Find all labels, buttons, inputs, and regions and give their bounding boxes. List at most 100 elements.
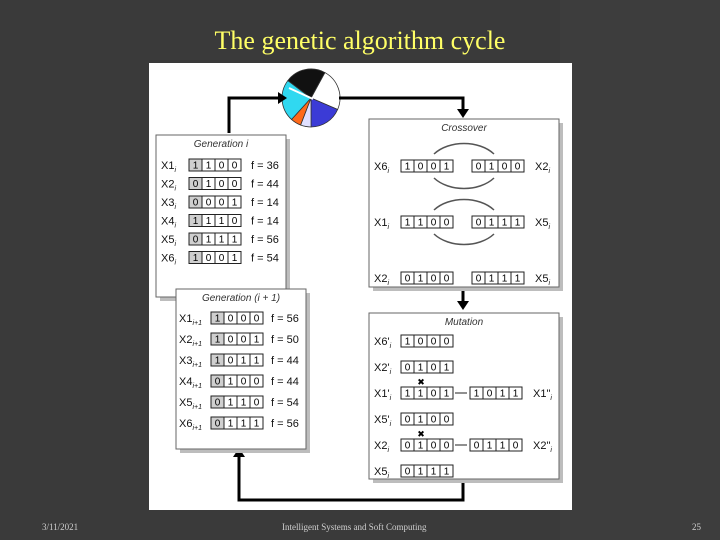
generation-next-chromosome-bit: 1 bbox=[254, 335, 260, 346]
crossover-right-chromosome-bit: 0 bbox=[476, 218, 482, 229]
mutation-chromosome-cell bbox=[439, 386, 454, 400]
generation-i-fitness: f = 14 bbox=[251, 216, 279, 228]
mutation-chromosome-bit: 1 bbox=[418, 441, 424, 452]
arrow-to-crossover bbox=[339, 96, 465, 111]
crossover-left-chromosome-bit: 0 bbox=[431, 218, 437, 229]
crossover-left-chromosome-bit: 1 bbox=[418, 274, 424, 285]
mutation-chromosome-cell bbox=[439, 334, 454, 348]
mutation-result-chromosome-cell bbox=[508, 386, 523, 400]
crossover-right-chromosome-bit: 1 bbox=[515, 274, 521, 285]
mutation-chromosome-cell bbox=[439, 464, 454, 478]
mutation-result-chromosome-bit: 0 bbox=[474, 441, 480, 452]
crossover-left-label: X2i bbox=[374, 273, 389, 287]
mutation-result-chromosome-bit: 1 bbox=[500, 441, 506, 452]
generation-next-chromosome-cell bbox=[249, 332, 264, 346]
generation-next-chromosome-bit: 1 bbox=[228, 419, 234, 430]
roulette-pointer bbox=[288, 87, 314, 100]
crossover-left-chromosome-bit: 0 bbox=[444, 274, 450, 285]
generation-i-chromosome-bit: 1 bbox=[232, 235, 238, 246]
mutation-title: Mutation bbox=[445, 317, 484, 328]
mutation-chromosome-bit: 1 bbox=[418, 363, 424, 374]
generation-next-chromosome-cell bbox=[249, 416, 264, 430]
generation-next-chromosome-bit: 1 bbox=[228, 377, 234, 388]
mutation-chromosome-bit: 0 bbox=[405, 363, 411, 374]
crossover-right-chromosome-bit: 0 bbox=[476, 274, 482, 285]
arrowhead-mutation bbox=[457, 301, 469, 310]
generation-i-chromosome-bit: 1 bbox=[206, 161, 212, 172]
generation-i-chromosome-cell bbox=[227, 177, 242, 190]
generation-next-row-label: X5i+1 bbox=[179, 397, 202, 411]
mutation-left-label: X5'i bbox=[374, 414, 392, 428]
mutation-chromosome-bit: 0 bbox=[418, 337, 424, 348]
crossover-left-chromosome-bit: 0 bbox=[431, 274, 437, 285]
generation-i-fitness: f = 56 bbox=[251, 234, 279, 246]
mutation-result-chromosome-bit: 1 bbox=[487, 441, 493, 452]
generation-next-chromosome-bit: 1 bbox=[215, 335, 221, 346]
page-number: 25 bbox=[692, 522, 701, 532]
mutation-chromosome-bit: 0 bbox=[431, 441, 437, 452]
mutation-chromosome-cell bbox=[439, 360, 454, 374]
crossover-left-chromosome-bit: 1 bbox=[444, 162, 450, 173]
generation-i-chromosome-bit: 1 bbox=[193, 253, 199, 264]
generation-i-row-label: X4i bbox=[161, 216, 176, 230]
generation-next-fitness: f = 56 bbox=[271, 313, 299, 325]
generation-i-chromosome-bit: 0 bbox=[232, 161, 238, 172]
mutation-result-chromosome-bit: 0 bbox=[513, 441, 519, 452]
mutation-chromosome-bit: 0 bbox=[431, 389, 437, 400]
generation-i-chromosome-bit: 1 bbox=[206, 179, 212, 190]
crossover-right-chromosome-bit: 1 bbox=[489, 218, 495, 229]
generation-next-chromosome-bit: 1 bbox=[241, 398, 247, 409]
crossover-right-chromosome-bit: 1 bbox=[489, 162, 495, 173]
generation-i-row-label: X6i bbox=[161, 253, 176, 267]
generation-next-chromosome-bit: 0 bbox=[228, 335, 234, 346]
background-band bbox=[560, 0, 720, 540]
crossover-right-chromosome-cell bbox=[510, 159, 525, 173]
generation-i-chromosome-bit: 1 bbox=[232, 253, 238, 264]
crossover-panel bbox=[368, 118, 560, 288]
mutation-result-chromosome-cell bbox=[508, 438, 523, 452]
generation-i-chromosome-bit: 0 bbox=[206, 198, 212, 209]
generation-next-chromosome-bit: 1 bbox=[241, 419, 247, 430]
generation-i-row-label: X2i bbox=[161, 179, 176, 193]
mutation-result-chromosome-bit: 1 bbox=[474, 389, 480, 400]
arrow-to-next-generation bbox=[237, 455, 465, 502]
generation-i-chromosome-bit: 1 bbox=[219, 216, 225, 227]
mutation-chromosome-bit: 0 bbox=[405, 415, 411, 426]
generation-i-chromosome-bit: 0 bbox=[193, 198, 199, 209]
crossover-swap-arc bbox=[433, 233, 495, 246]
crossover-left-chromosome-bit: 1 bbox=[418, 218, 424, 229]
crossover-left-chromosome-bit: 0 bbox=[444, 218, 450, 229]
mutation-result-chromosome-bit: 0 bbox=[487, 389, 493, 400]
crossover-title: Crossover bbox=[441, 123, 487, 134]
generation-next-chromosome-bit: 0 bbox=[254, 314, 260, 325]
generation-next-chromosome-bit: 0 bbox=[215, 377, 221, 388]
crossover-right-chromosome-bit: 0 bbox=[476, 162, 482, 173]
crossover-left-chromosome-cell bbox=[439, 271, 454, 285]
mutation-left-label: X2'i bbox=[374, 362, 392, 376]
generation-next-chromosome-bit: 0 bbox=[228, 314, 234, 325]
generation-next-chromosome-bit: 1 bbox=[241, 356, 247, 367]
generation-i-chromosome-cell bbox=[227, 232, 242, 246]
generation-next-row-label: X4i+1 bbox=[179, 376, 202, 390]
mutation-chromosome-bit: 0 bbox=[431, 337, 437, 348]
generation-next-fitness: f = 56 bbox=[271, 418, 299, 430]
generation-next-fitness: f = 44 bbox=[271, 355, 299, 367]
crossover-right-chromosome-bit: 1 bbox=[489, 274, 495, 285]
mutation-chromosome-bit: 1 bbox=[444, 389, 450, 400]
generation-next-chromosome-cell bbox=[249, 395, 264, 409]
generation-i-chromosome-bit: 0 bbox=[206, 253, 212, 264]
generation-next-row-label: X6i+1 bbox=[179, 418, 202, 432]
crossover-left-label: X6i bbox=[374, 161, 389, 175]
generation-i-chromosome-cell bbox=[227, 158, 242, 172]
generation-next-chromosome-cell bbox=[249, 374, 264, 388]
generation-i-fitness: f = 14 bbox=[251, 197, 279, 209]
generation-next-row-label: X3i+1 bbox=[179, 355, 202, 369]
generation-i-chromosome-bit: 0 bbox=[219, 161, 225, 172]
crossover-right-label: X5i bbox=[535, 273, 550, 287]
generation-next-title: Generation (i + 1) bbox=[202, 293, 280, 304]
crossover-right-chromosome-cell bbox=[510, 215, 525, 229]
crossover-right-chromosome-bit: 1 bbox=[515, 218, 521, 229]
generation-next-chromosome-bit: 1 bbox=[254, 419, 260, 430]
generation-i-chromosome-cell bbox=[227, 214, 242, 227]
